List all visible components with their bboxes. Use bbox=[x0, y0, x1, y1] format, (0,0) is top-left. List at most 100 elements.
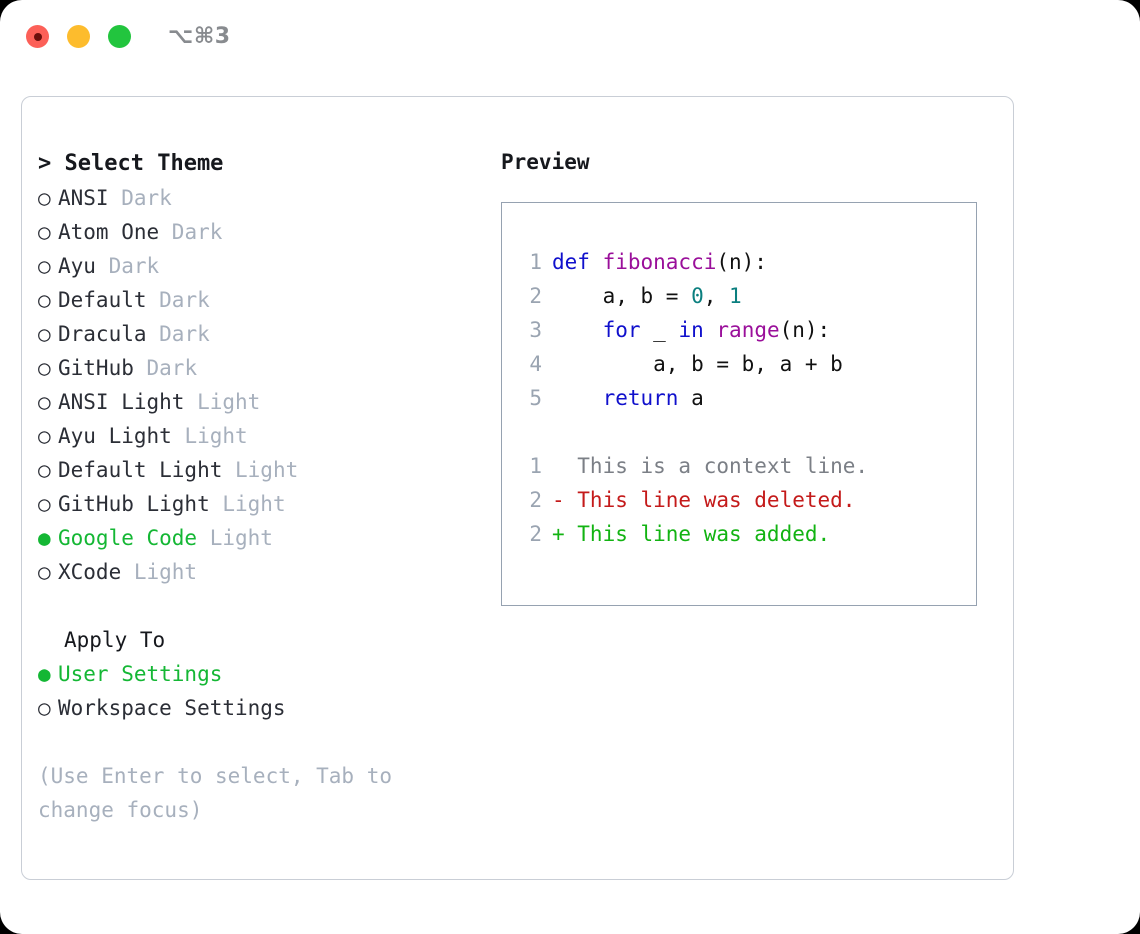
code-token: (n): bbox=[716, 250, 767, 274]
code-token: , bbox=[703, 284, 730, 308]
theme-kind-badge: Dark bbox=[159, 322, 210, 346]
theme-list-item[interactable]: ● Google Code Light bbox=[38, 521, 478, 555]
radio-unselected-icon: ○ bbox=[38, 390, 51, 414]
theme-kind-badge: Dark bbox=[146, 356, 198, 380]
theme-list-item[interactable]: ○ Dracula Dark bbox=[38, 317, 478, 351]
diff-text: This is a context line. bbox=[552, 454, 869, 478]
theme-kind-badge: Light bbox=[209, 526, 273, 550]
code-token bbox=[552, 386, 603, 410]
theme-name: Dracula bbox=[58, 322, 160, 346]
theme-list: ○ANSI Dark○Atom One Dark○Ayu Dark○Defaul… bbox=[38, 181, 478, 589]
line-number: 1 bbox=[529, 250, 542, 274]
theme-kind-badge: Light bbox=[235, 458, 299, 482]
theme-name: Google Code bbox=[58, 526, 210, 550]
diff-lines: 1 This is a context line.2- This line wa… bbox=[516, 449, 966, 551]
recording-indicator-icon bbox=[33, 32, 42, 41]
theme-kind-badge: Dark bbox=[121, 186, 172, 210]
radio-unselected-icon: ○ bbox=[38, 696, 51, 720]
apply-to-option[interactable]: ○ Workspace Settings bbox=[38, 691, 478, 725]
theme-list-item[interactable]: ○ ANSI Dark bbox=[38, 181, 478, 215]
theme-list-item[interactable]: ○ Default Light Light bbox=[38, 453, 478, 487]
line-number: 5 bbox=[529, 386, 542, 410]
theme-name: XCode bbox=[58, 560, 134, 584]
theme-list-item[interactable]: ○ Default Dark bbox=[38, 283, 478, 317]
diff-text: + This line was added. bbox=[552, 522, 831, 546]
radio-unselected-icon: ○ bbox=[38, 424, 51, 448]
theme-kind-badge: Light bbox=[184, 424, 248, 448]
theme-kind-badge: Dark bbox=[108, 254, 160, 278]
theme-kind-badge: Light bbox=[133, 560, 198, 584]
diff-line: 1 This is a context line. bbox=[516, 449, 966, 483]
code-token bbox=[704, 318, 717, 342]
traffic-lights bbox=[26, 25, 131, 48]
theme-kind-badge: Light bbox=[222, 492, 286, 516]
code-token: 1 bbox=[729, 284, 742, 308]
radio-unselected-icon: ○ bbox=[38, 560, 51, 584]
code-token: 0 bbox=[691, 284, 704, 308]
code-token: a, b = b, a + b bbox=[552, 352, 843, 376]
code-line: 5 return a bbox=[516, 381, 966, 415]
minimize-button[interactable] bbox=[67, 25, 90, 48]
apply-to-option[interactable]: ●User Settings bbox=[38, 657, 478, 691]
radio-unselected-icon: ○ bbox=[38, 254, 51, 278]
line-number: 2 bbox=[529, 488, 542, 512]
theme-name: GitHub Light bbox=[58, 492, 223, 516]
code-token: in bbox=[678, 318, 704, 342]
theme-kind-badge: Light bbox=[197, 390, 261, 414]
radio-unselected-icon: ○ bbox=[38, 322, 51, 346]
theme-list-item[interactable]: ○ GitHub Light Light bbox=[38, 487, 478, 521]
theme-name: Default Light bbox=[58, 458, 236, 482]
radio-unselected-icon: ○ bbox=[38, 356, 51, 380]
theme-list-item[interactable]: ○Atom One Dark bbox=[38, 215, 478, 249]
theme-name: Ayu bbox=[58, 254, 109, 278]
shortcut-label: ⌥⌘3 bbox=[168, 24, 231, 49]
theme-list-item[interactable]: ○ANSI Light Light bbox=[38, 385, 478, 419]
code-token: a, b = bbox=[552, 284, 692, 308]
code-token bbox=[552, 318, 603, 342]
page-title: > Select Theme bbox=[38, 151, 224, 176]
theme-name: Default bbox=[58, 288, 160, 312]
theme-list-item[interactable]: ○ GitHub Dark bbox=[38, 351, 478, 385]
radio-unselected-icon: ○ bbox=[38, 492, 51, 516]
code-token: _ bbox=[640, 318, 679, 342]
theme-list-item[interactable]: ○ Ayu Light Light bbox=[38, 419, 478, 453]
apply-to-label: Workspace Settings bbox=[58, 696, 286, 720]
theme-kind-badge: Dark bbox=[171, 220, 223, 244]
diff-line: 2 + This line was added. bbox=[516, 517, 966, 551]
radio-unselected-icon: ○ bbox=[38, 220, 51, 244]
radio-unselected-icon: ○ bbox=[38, 186, 51, 210]
code-line: 4 a, b = b, a + b bbox=[516, 347, 966, 381]
code-token: for bbox=[602, 318, 641, 342]
radio-unselected-icon: ○ bbox=[38, 458, 51, 482]
code-token: range bbox=[716, 318, 780, 342]
line-number: 2 bbox=[529, 522, 542, 546]
apply-to-title: Apply To bbox=[64, 628, 166, 652]
theme-name: Ayu Light bbox=[58, 424, 185, 448]
apply-to-section: Apply To ●User Settings ○ Workspace Settin… bbox=[38, 623, 478, 725]
line-number: 1 bbox=[529, 454, 542, 478]
line-number: 2 bbox=[529, 284, 542, 308]
theme-name: ANSI bbox=[58, 186, 122, 210]
radio-unselected-icon: ○ bbox=[38, 288, 51, 312]
close-button[interactable] bbox=[26, 25, 49, 48]
theme-name: GitHub bbox=[58, 356, 147, 380]
code-token: a bbox=[678, 386, 704, 410]
code-token: (n): bbox=[779, 318, 831, 342]
theme-list-item[interactable]: ○ XCode Light bbox=[38, 555, 478, 589]
maximize-button[interactable] bbox=[108, 25, 131, 48]
theme-kind-badge: Dark bbox=[159, 288, 210, 312]
code-token: return bbox=[602, 386, 679, 410]
main-panel: > Select Theme ○ANSI Dark○Atom One Dark○… bbox=[21, 96, 1014, 880]
theme-selector-column: > Select Theme ○ANSI Dark○Atom One Dark○… bbox=[38, 147, 478, 827]
theme-list-item[interactable]: ○ Ayu Dark bbox=[38, 249, 478, 283]
code-line: 3 for _ in range(n): bbox=[516, 313, 966, 347]
title-bar: ⌥⌘3 bbox=[0, 0, 1140, 78]
radio-selected-icon: ● bbox=[38, 526, 51, 550]
line-number: 4 bbox=[529, 352, 542, 376]
code-line: 2 a, b = 0, 1 bbox=[516, 279, 966, 313]
